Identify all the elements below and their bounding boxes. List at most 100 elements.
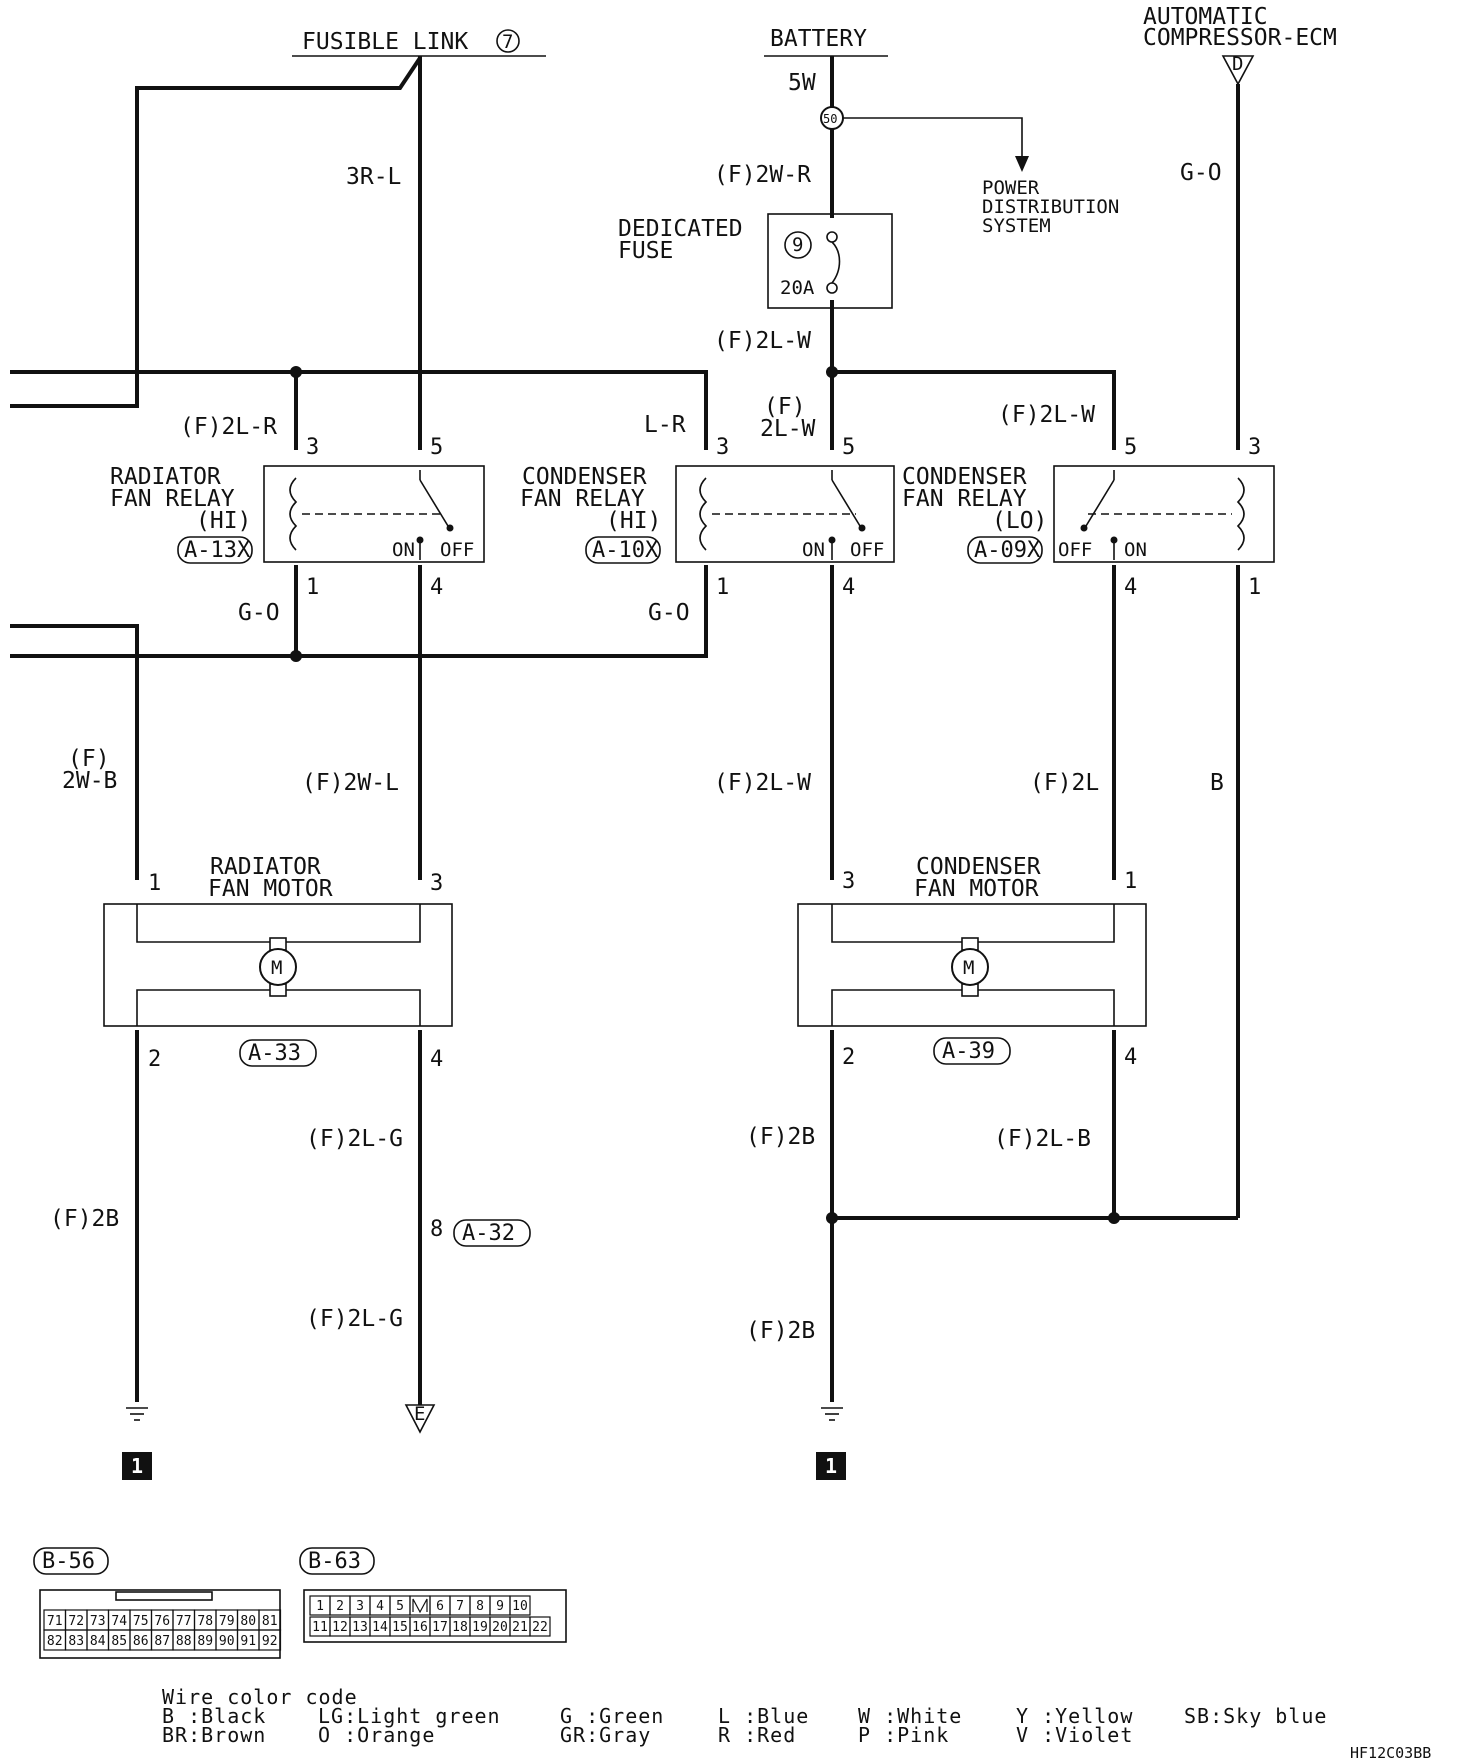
battery-label: BATTERY <box>770 26 867 52</box>
legend-entry: L :Blue <box>718 1704 809 1728</box>
fuse-rating: 20A <box>780 277 815 299</box>
connector-a32: 8 A-32 <box>430 1217 531 1247</box>
wire-label: (F)2B <box>746 1318 815 1344</box>
wire-label: L-R <box>644 412 686 438</box>
connector-cell <box>509 1595 531 1616</box>
motor-pin: 2 <box>148 1047 161 1072</box>
relay-label-line3: (LO) <box>992 508 1047 534</box>
connector-pin-number: 1 <box>316 1599 324 1614</box>
relay-connector-id: A-10X <box>592 538 659 563</box>
wire-label: 2W-B <box>62 768 117 794</box>
connector-pin-number: 80 <box>240 1614 256 1629</box>
relay-on-label: ON <box>392 539 415 561</box>
wire-label: (F)2W-L <box>302 770 399 796</box>
connector-pin-number: 21 <box>512 1620 528 1635</box>
condenser-fan-motor: CONDENSER FAN MOTOR M A-39 3 1 2 4 <box>797 854 1147 1070</box>
legend-entry: GR:Gray <box>560 1723 651 1747</box>
ground-number: 1 <box>131 1454 143 1478</box>
relay-pin: 4 <box>430 575 443 600</box>
wire-label: (F)2L-W <box>714 328 811 354</box>
fusible-link-label: FUSIBLE LINK <box>302 29 468 55</box>
connector-pin-number: 88 <box>176 1634 192 1649</box>
connector-pin-number: 89 <box>197 1634 213 1649</box>
wire-label: (F) <box>764 394 806 420</box>
connector-pin-number: 81 <box>262 1614 278 1629</box>
wire-label: B <box>1210 770 1224 796</box>
connector-pin-number: 91 <box>240 1634 256 1649</box>
connector-pin-number: 73 <box>90 1614 106 1629</box>
wire-label: 2L-W <box>760 416 816 442</box>
power-dist-line3: SYSTEM <box>982 215 1051 237</box>
ground-number: 1 <box>825 1454 837 1478</box>
relay-pin: 5 <box>430 435 443 460</box>
legend-entry: R :Red <box>718 1723 796 1747</box>
wire-label: (F)2B <box>746 1124 815 1150</box>
relay-label-line1: CONDENSER <box>522 464 647 490</box>
connector-pin-number: 20 <box>492 1620 508 1635</box>
relay-pin: 1 <box>306 575 319 600</box>
connector-pin-number: 82 <box>47 1634 63 1649</box>
connector-pin-number: 85 <box>111 1634 127 1649</box>
relay-label-line3: (HI) <box>606 508 661 534</box>
condenser-fan-relay-lo: CONDENSER FAN RELAY (LO) A-09X OFF ON 5 … <box>902 435 1275 600</box>
relay-off-label: OFF <box>440 539 474 561</box>
relay-pin: 3 <box>1248 435 1261 460</box>
relay-label-line3: (HI) <box>196 508 251 534</box>
fusible-link-source: FUSIBLE LINK 7 <box>292 29 546 57</box>
legend-entry: G :Green <box>560 1704 664 1728</box>
motor-pin: 4 <box>430 1047 443 1072</box>
relay-off-label: OFF <box>1058 539 1092 561</box>
connector-pin-number: 6 <box>436 1599 444 1614</box>
relay-pin: 5 <box>842 435 855 460</box>
connector-pin-number: 76 <box>154 1614 170 1629</box>
relay-on-label: ON <box>1124 539 1147 561</box>
fuse-number: 9 <box>792 234 803 256</box>
relay-label-line2: FAN RELAY <box>520 486 645 512</box>
connector-pin-number: 3 <box>356 1599 364 1614</box>
wire-labels: 3R-L 5W (F)2W-R G-O (F)2L-W (F)2L-R L-R … <box>50 70 1224 1344</box>
wire-label: (F)2L <box>1030 770 1099 796</box>
ecm-label-line1: AUTOMATIC <box>1143 4 1268 30</box>
wire-label: (F) <box>68 746 110 772</box>
motor-label-line2: FAN MOTOR <box>208 876 333 902</box>
motor-symbol: M <box>963 957 974 979</box>
legend-entry: O :Orange <box>318 1723 435 1747</box>
wire-label: (F)2L-R <box>180 414 277 440</box>
connector-b63-id: B-63 <box>308 1549 361 1574</box>
wire-label: G-O <box>1180 160 1222 186</box>
connector-pin-number: 14 <box>372 1620 388 1635</box>
wire-label: (F)2L-G <box>306 1306 403 1332</box>
wire-label: (F)2W-R <box>714 162 811 188</box>
relay-pin: 5 <box>1124 435 1137 460</box>
ecm-label-line2: COMPRESSOR-ECM <box>1143 25 1337 51</box>
connector-pin-number: 11 <box>312 1620 328 1635</box>
fusible-link-number: 7 <box>502 31 513 53</box>
legend-entry: BR:Brown <box>162 1723 266 1747</box>
relay-pin: 1 <box>1248 575 1261 600</box>
relay-pin: 3 <box>716 435 729 460</box>
relay-connector-id: A-09X <box>974 538 1041 563</box>
connector-pin-number: 75 <box>133 1614 149 1629</box>
power-dist-line1: POWER <box>982 177 1040 199</box>
motor-connector-id: A-39 <box>942 1039 995 1064</box>
connector-pin-number: 79 <box>219 1614 235 1629</box>
legend-entry: Y :Yellow <box>1016 1704 1133 1728</box>
connector-b56-id: B-56 <box>42 1549 95 1574</box>
relay-label-line1: CONDENSER <box>902 464 1027 490</box>
connector-pin-number: 84 <box>90 1634 106 1649</box>
wire-label: G-O <box>238 600 280 626</box>
relay-off-label: OFF <box>850 539 884 561</box>
motor-pin: 3 <box>430 871 443 896</box>
fuse-label-line2: FUSE <box>618 238 673 264</box>
battery-source: BATTERY <box>764 26 888 57</box>
wire-label: 3R-L <box>346 164 401 190</box>
legend-entry: W :White <box>858 1704 962 1728</box>
connector-pin-number: 17 <box>432 1620 448 1635</box>
legend-title: Wire color code <box>162 1685 358 1709</box>
motor-pin: 2 <box>842 1045 855 1070</box>
connector-key <box>412 1598 428 1614</box>
